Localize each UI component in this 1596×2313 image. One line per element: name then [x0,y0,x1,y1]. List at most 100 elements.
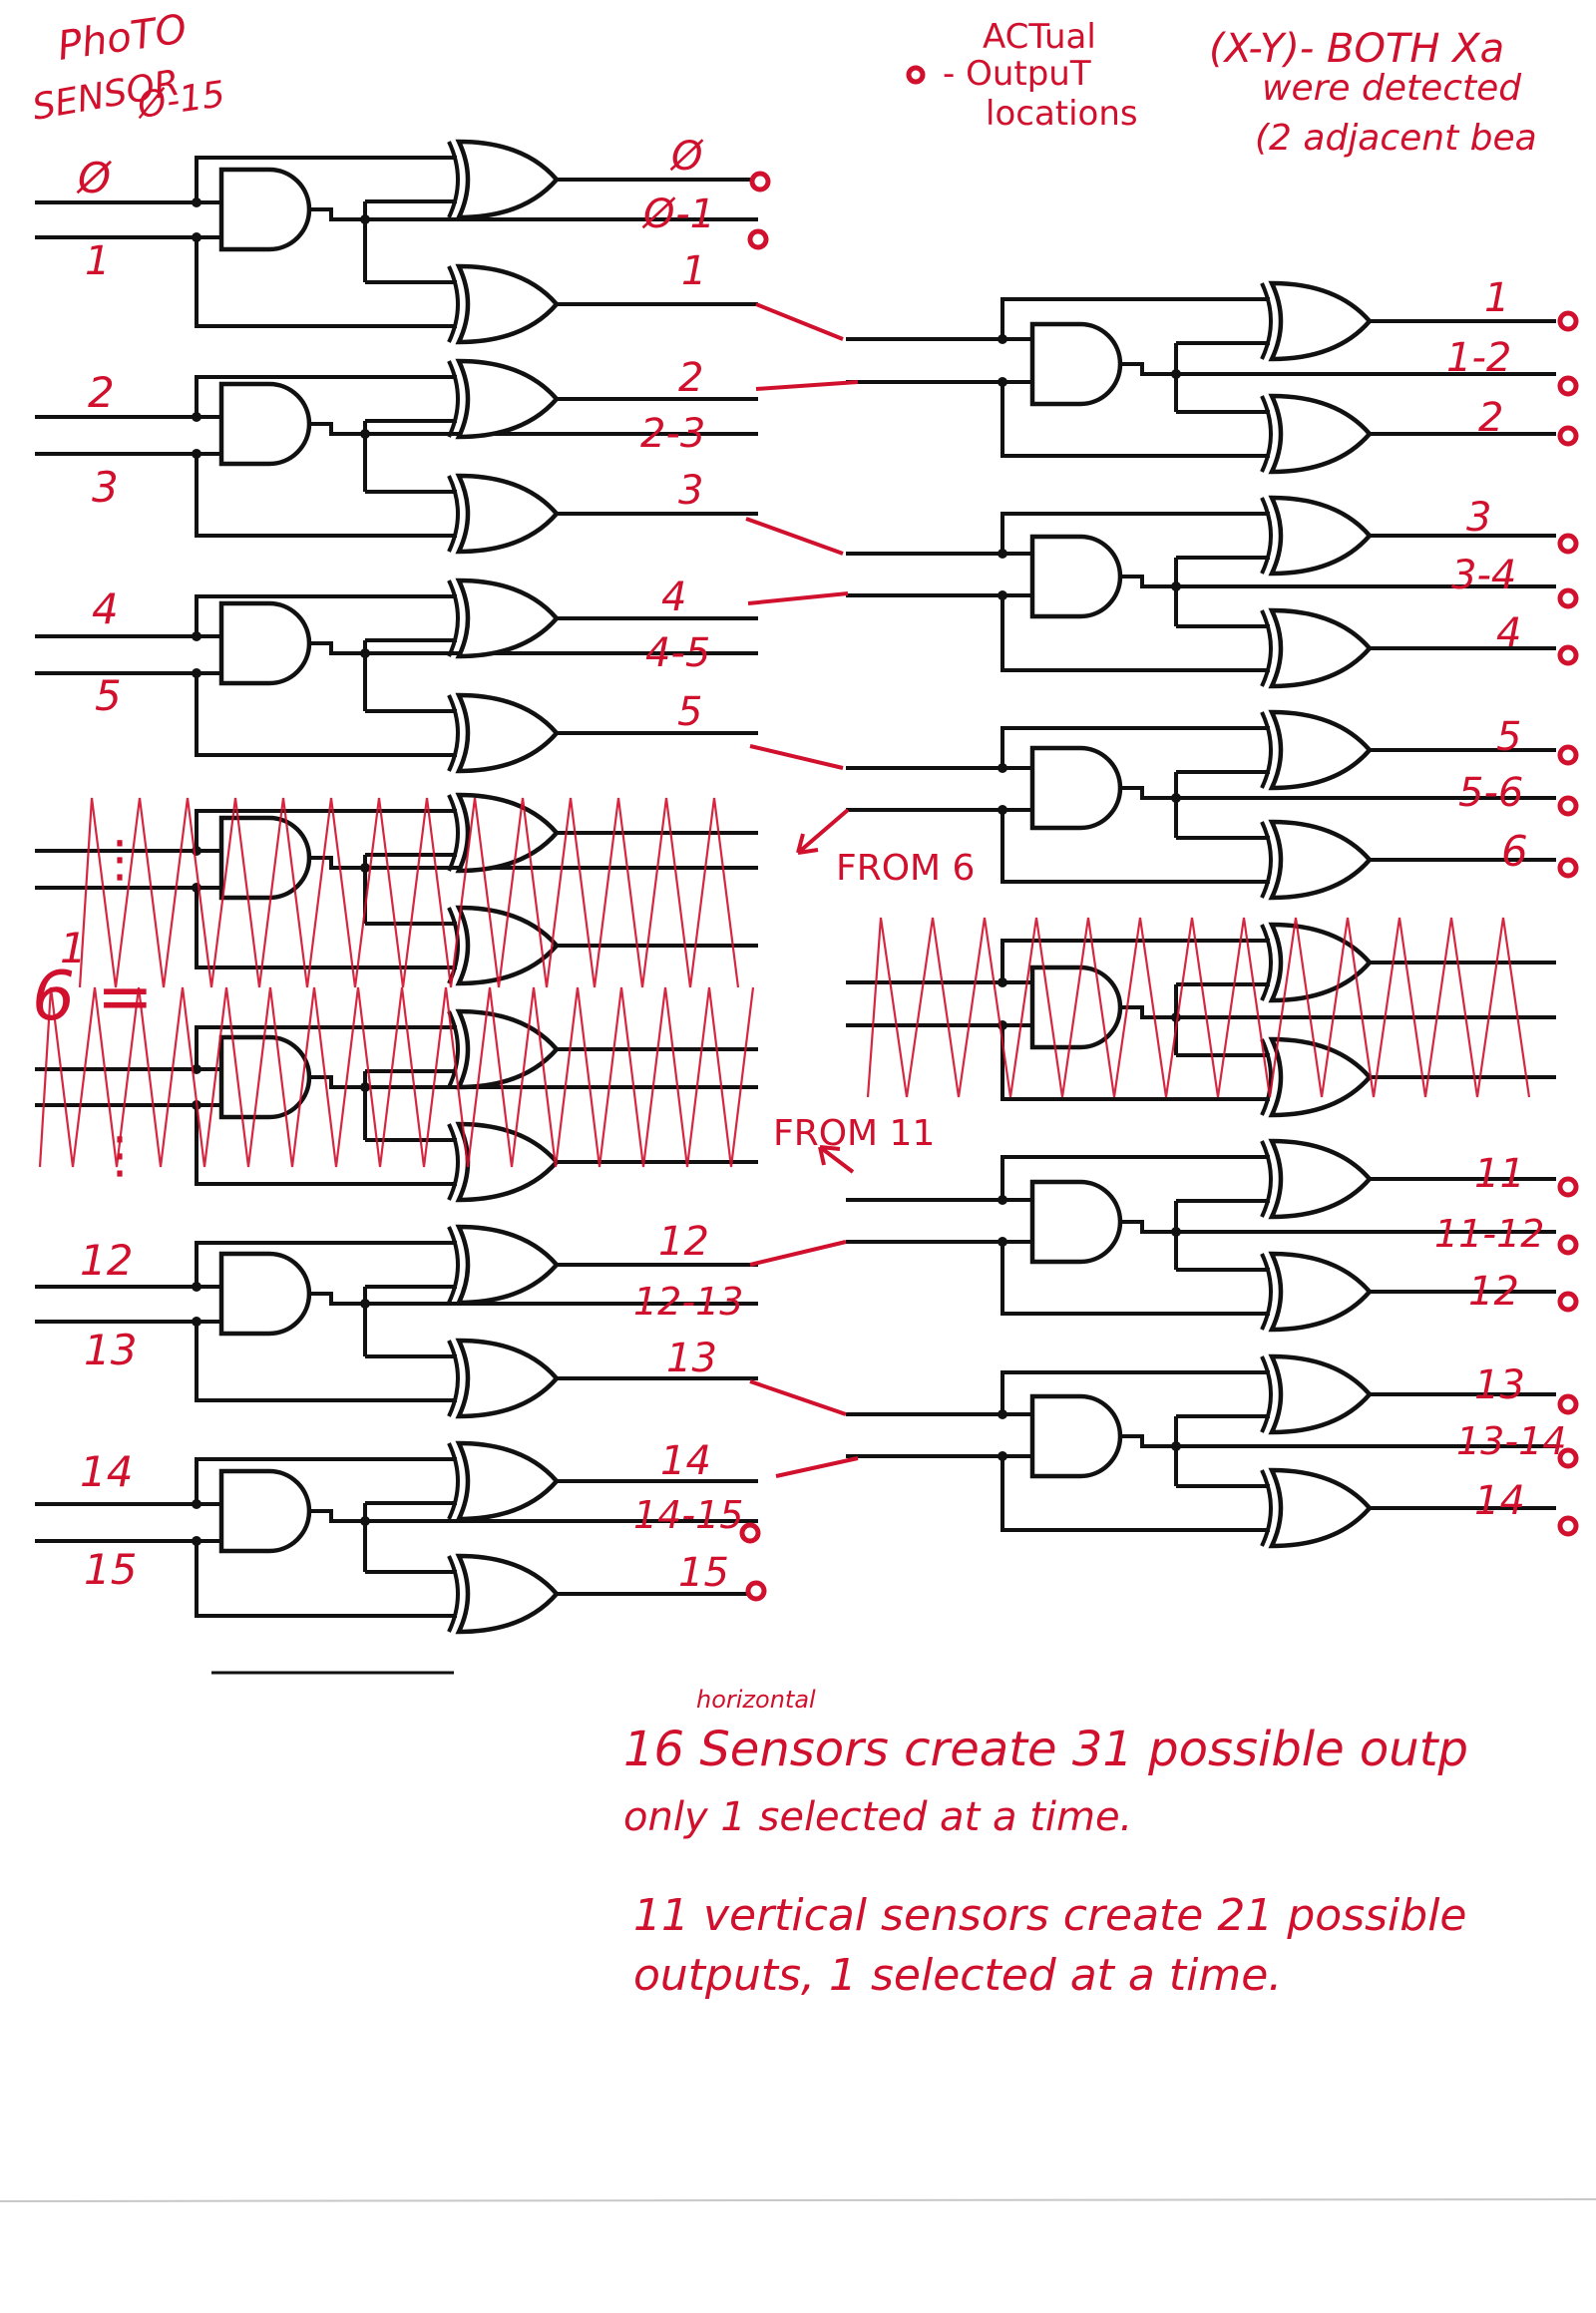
and-output-wire [1120,575,1176,588]
note-line4: outputs, 1 selected at a time. [633,1950,1282,2001]
red-connector [749,1240,847,1267]
wire [1000,382,1270,458]
output-label: 2-3 [640,411,705,457]
red-connector [749,744,844,770]
junction-dot [360,214,370,224]
wire [195,594,457,636]
xor-gate [1268,709,1373,791]
right-output-label: 1-2 [1446,335,1511,381]
output-location-marker [1557,1515,1579,1537]
input-label: 3 [92,463,119,512]
and-output-wire [1120,362,1176,376]
and-gate [1029,745,1123,831]
output-label: 15 [678,1550,729,1596]
and-output-wire [1120,1434,1176,1448]
junction-dot [998,977,1007,987]
xor-gate [1268,1251,1373,1333]
xor-gate [455,139,560,220]
red-connector [755,302,844,341]
output-label: 14 [660,1438,711,1484]
wire [195,375,457,417]
legend-actual-line2: - OutpuT [943,54,1091,94]
from-11-label: FROM 11 [773,1113,935,1154]
wire [1000,1370,1270,1414]
xor-input-curve [447,1442,460,1520]
red-connector [745,517,844,556]
xor-input-curve [1260,282,1273,360]
junction-dot [360,1516,370,1526]
output-location-marker [1557,425,1579,447]
wire [195,1457,457,1504]
junction-dot [998,1237,1007,1247]
xor-input-curve [447,475,460,553]
and-output-wire [1120,786,1176,800]
junction-dot [192,412,201,422]
and-gate [1029,534,1123,619]
legend-xy-line3: (2 adjacent bea [1255,118,1537,159]
xor-gate [455,473,560,555]
right-output-label: 13 [1474,1362,1525,1408]
right-output-label: 3 [1466,495,1491,541]
xor-input-curve [447,265,460,343]
circuit-wires [35,156,1556,1618]
xor-input-curve [1260,1469,1273,1547]
junction-dot [192,232,201,242]
output-location-marker [1557,310,1579,332]
junction-dot [360,648,370,658]
output-location-marker [739,1522,761,1544]
xor-input-curve [447,1010,460,1088]
xor-input-curve [1260,711,1273,789]
xor-input-curve [447,694,460,772]
and-gate [1029,1179,1123,1265]
input-label: 1 [85,238,110,284]
junction-dot [192,1064,201,1074]
output-location-marker [1557,375,1579,397]
wire [195,1322,457,1402]
output-location-marker [1557,744,1579,766]
junction-dot [998,377,1007,387]
junction-dot [1171,793,1181,803]
junction-dot [998,1451,1007,1461]
right-output-label: 5-6 [1458,770,1523,816]
xor-input-curve [447,360,460,438]
red-connectors [745,302,859,1478]
junction-dot [192,1536,201,1546]
xor-gate [1268,495,1373,577]
xor-gate [455,905,560,986]
output-location-marker [749,171,771,193]
wire [1000,1456,1270,1532]
junction-dot [192,1317,201,1327]
and-output-wire [1120,1005,1176,1019]
output-location-marker [1557,644,1579,666]
legend-xy-line2: were detected [1262,68,1522,109]
output-location-marker [1557,1291,1579,1313]
wire [195,156,457,202]
output-label: 3 [678,468,703,514]
wire [1000,1242,1270,1316]
xor-input-curve [1260,395,1273,473]
junction-dot [998,763,1007,773]
xor-gate [1268,280,1373,362]
scribble-right [866,917,1531,1098]
junction-dot [998,334,1007,344]
wire [195,888,457,969]
and-gate [218,1034,312,1120]
wire [195,1241,457,1287]
xor-gate [1268,1138,1373,1220]
and-output-wire [309,1509,365,1523]
xor-gate [1268,922,1373,1003]
output-label: 4-5 [645,630,710,676]
output-location-marker [1557,857,1579,879]
and-gate [1029,321,1123,407]
xor-input-curve [447,794,460,872]
junction-dot [192,631,201,641]
scribble-upper-left [78,797,740,988]
brace-prefix: 1 [60,924,87,972]
and-gate [218,815,312,901]
red-connector [755,380,859,391]
legend-xy-line1: (X-Y)- BOTH Xa [1209,26,1504,72]
junction-dot [192,1282,201,1292]
xor-input-curve [1260,609,1273,687]
wire [195,1105,457,1186]
input-label: 4 [92,584,119,633]
